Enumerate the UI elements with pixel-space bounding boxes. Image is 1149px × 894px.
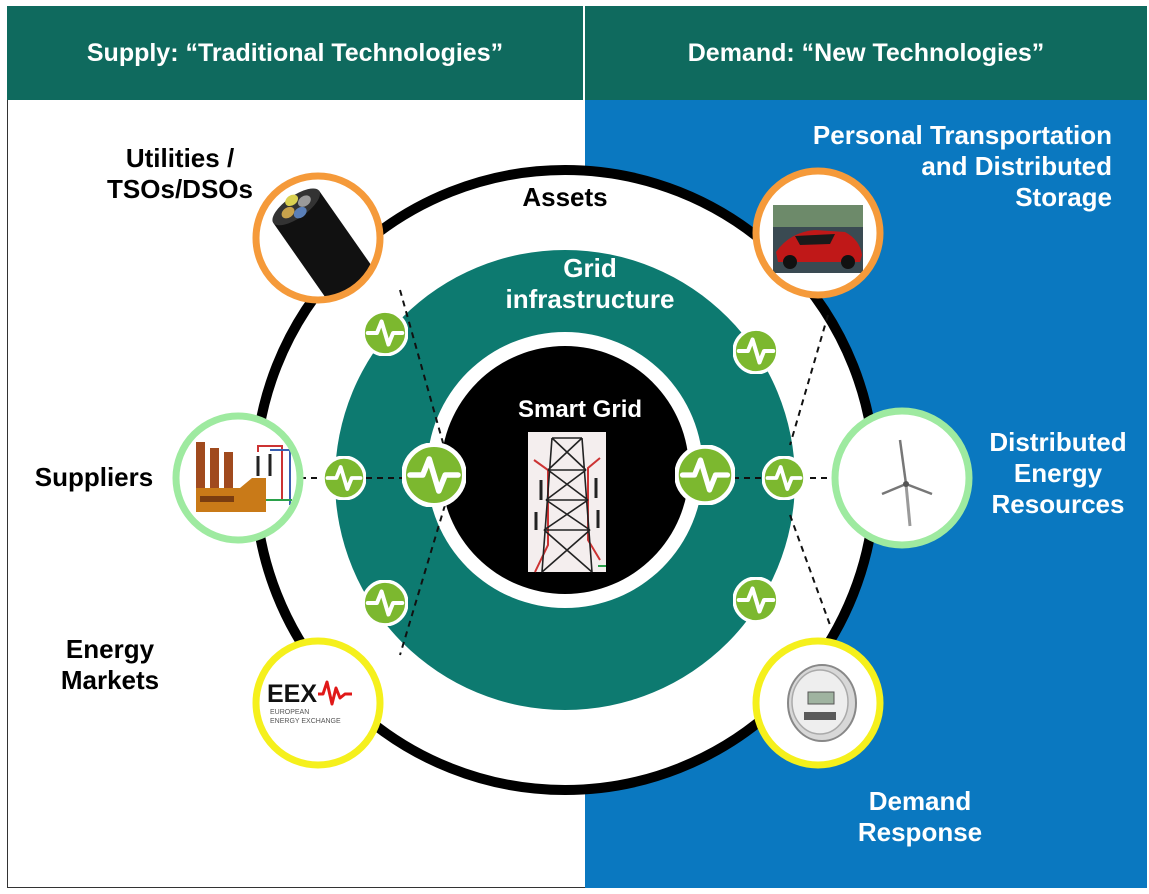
electric-car-icon	[773, 205, 863, 273]
grid-infrastructure-label-line-2: infrastructure	[505, 284, 675, 315]
distributed-energy-label-line-3: Resources	[991, 489, 1125, 520]
supply-header: Supply: “Traditional Technologies”	[7, 6, 585, 100]
distributed-energy-node	[831, 407, 973, 549]
demand-response-label: Demand Response	[820, 786, 1020, 848]
wind-turbine-icon	[881, 439, 933, 527]
energy-markets-label: Energy Markets	[20, 634, 200, 696]
transmission-tower-icon	[528, 432, 606, 573]
energy-markets-node: EEX EUROPEAN ENERGY EXCHANGE	[252, 637, 384, 769]
grid-infrastructure-label-line-1: Grid	[563, 253, 617, 283]
assets-label: Assets	[490, 182, 640, 213]
distributed-energy-label: Distributed Energy Resources	[970, 427, 1146, 521]
heartbeat-icon-upper-right	[734, 329, 778, 373]
heartbeat-icon-lower-right	[734, 578, 778, 622]
energy-markets-label-line-2: Markets	[60, 665, 160, 696]
grid-infrastructure-label: Grid infrastructure	[470, 253, 710, 315]
personal-transport-label: Personal Transportation and Distributed …	[720, 120, 1112, 214]
eex-logo-text: EEX	[267, 680, 317, 708]
personal-transport-label-line-2: and Distributed	[921, 151, 1112, 182]
suppliers-label-text: Suppliers	[34, 462, 154, 492]
power-plant-icon	[196, 442, 292, 512]
personal-transport-label-line-3: Storage	[1015, 182, 1112, 213]
personal-transport-label-line-1: Personal Transportation	[812, 120, 1112, 150]
heartbeat-icon-upper-left	[363, 311, 407, 355]
supply-header-title: Supply: “Traditional Technologies”	[86, 38, 504, 67]
eex-logo: EEX EUROPEAN ENERGY EXCHANGE	[267, 680, 352, 725]
distributed-energy-label-line-1: Distributed	[989, 427, 1127, 457]
smart-grid-label-text: Smart Grid	[517, 396, 643, 423]
power-cable-icon	[258, 178, 378, 298]
heartbeat-icon-right-inner	[677, 447, 734, 504]
heartbeat-icon-left-outer	[322, 456, 366, 500]
personal-transport-node	[752, 167, 884, 299]
energy-markets-label-line-1: Energy	[65, 634, 155, 664]
utilities-label-line-1: Utilities /	[125, 143, 235, 173]
suppliers-node	[172, 412, 304, 544]
smart-meter-icon	[787, 664, 857, 742]
utilities-label-line-2: TSOs/DSOs	[107, 174, 253, 205]
suppliers-label: Suppliers	[14, 462, 174, 493]
demand-header-title: Demand: “New Technologies”	[687, 38, 1045, 67]
assets-label-text: Assets	[522, 182, 608, 212]
heartbeat-icon-lower-left	[363, 581, 407, 625]
utilities-label: Utilities / TSOs/DSOs	[70, 143, 290, 205]
utilities-node	[252, 172, 384, 304]
demand-response-label-line-2: Response	[857, 817, 983, 848]
eex-logo-subtitle-2: ENERGY EXCHANGE	[270, 718, 341, 725]
demand-response-node	[752, 637, 884, 769]
smart-grid-label: Smart Grid	[480, 396, 680, 425]
eex-logo-subtitle-1: EUROPEAN	[270, 709, 309, 716]
heartbeat-icon-right-outer	[762, 456, 806, 500]
distributed-energy-label-line-2: Energy	[1013, 458, 1103, 489]
heartbeat-icon-left-inner	[404, 445, 465, 506]
demand-header: Demand: “New Technologies”	[585, 6, 1147, 100]
demand-response-label-line-1: Demand	[868, 786, 972, 816]
